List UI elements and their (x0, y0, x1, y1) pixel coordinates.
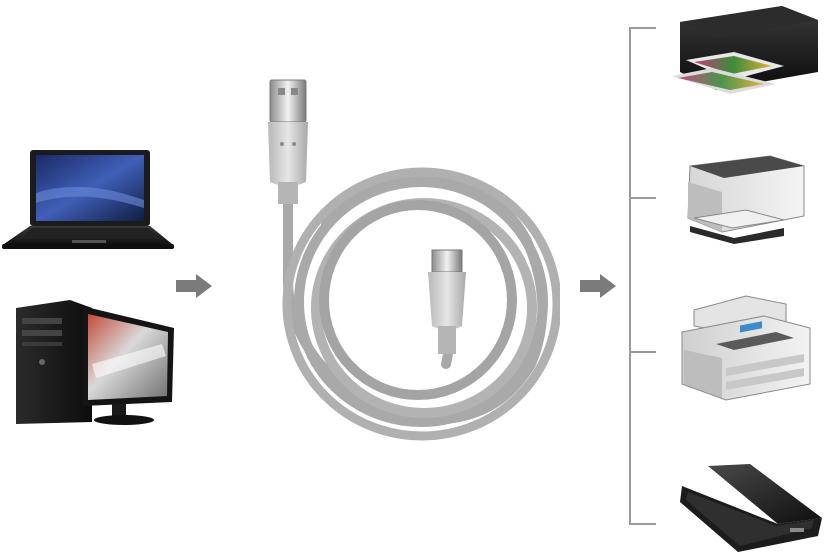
inkjet-printer-icon (672, 6, 818, 94)
flatbed-scanner-icon (680, 464, 822, 552)
laser-printer-icon (687, 155, 805, 244)
desktop-computer-icon (16, 300, 174, 425)
multifunction-printer-icon (681, 295, 811, 401)
laptop-icon (2, 150, 174, 249)
device-bracket (629, 27, 656, 525)
right-arrow-icon (580, 274, 616, 298)
usb-a-to-b-cable-icon (268, 79, 560, 441)
right-arrow-icon (176, 274, 212, 298)
